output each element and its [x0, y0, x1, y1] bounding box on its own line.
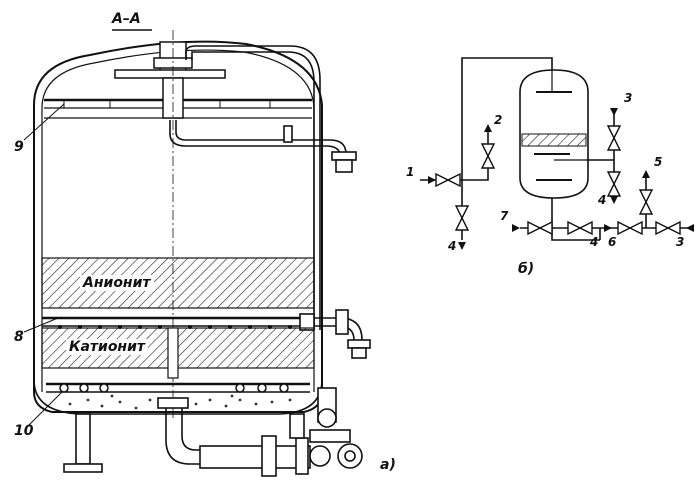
- valve-1: [435, 172, 461, 188]
- schematic-number-1: 1: [406, 165, 415, 179]
- callout-leaders: [23, 103, 65, 427]
- schematic-number-6: 6: [608, 235, 617, 249]
- anion-layer-label: Анионит: [80, 275, 154, 291]
- schematic-arrows: [428, 108, 694, 250]
- schematic-number-4-bottom: 4: [590, 235, 599, 249]
- valve-5: [638, 189, 654, 215]
- air-pipe: [185, 45, 321, 330]
- valve-mid: [567, 220, 593, 236]
- upper-outlet-pipe: [169, 120, 357, 173]
- valve-4-left: [454, 205, 470, 231]
- valve-3-bottom: [655, 220, 681, 236]
- schematic-number-2: 2: [494, 113, 503, 127]
- subfigure-b-label: б): [518, 261, 535, 277]
- callout-9: 9: [14, 139, 24, 155]
- middle-collector: [42, 316, 314, 329]
- subfigure-a-label: а): [380, 457, 396, 473]
- bottom-outlet-pipe: [157, 387, 363, 477]
- schematic: [420, 57, 688, 241]
- schematic-number-5: 5: [654, 155, 663, 169]
- schematic-number-4-left: 4: [448, 239, 457, 253]
- callout-8: 8: [14, 329, 24, 345]
- valve-3: [606, 125, 622, 151]
- callout-10: 10: [14, 423, 34, 439]
- middle-outlet-pipe: [299, 309, 371, 359]
- valve-7: [527, 220, 553, 236]
- bottom-drain: [46, 382, 310, 410]
- valve-2: [480, 143, 496, 169]
- valve-4-right: [606, 171, 622, 197]
- section-label: А–А: [112, 11, 141, 27]
- schematic-number-3-bottom: 3: [676, 235, 685, 249]
- vessel-legs: [63, 413, 305, 473]
- schematic-number-7: 7: [500, 209, 509, 223]
- schematic-number-4-right: 4: [598, 193, 607, 207]
- valve-6: [617, 220, 643, 236]
- schematic-valves: [435, 125, 681, 236]
- schematic-number-3: 3: [624, 91, 633, 105]
- cation-layer-label: Катионит: [66, 339, 149, 355]
